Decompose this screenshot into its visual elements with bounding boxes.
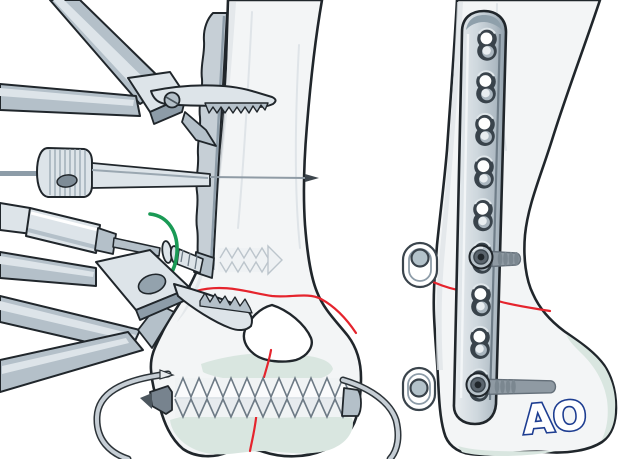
clamp-lower-boss-hole — [137, 273, 167, 295]
screwdriver-collar — [94, 227, 117, 255]
plate-combi-hole — [476, 27, 498, 62]
sleeve-tube-line — [91, 169, 209, 179]
plate-top-shadow — [466, 15, 502, 30]
plate-combi-hole — [474, 112, 496, 147]
screw-thread-ripple — [508, 251, 514, 266]
screw-icon-lower-head — [409, 378, 429, 398]
clamp-pivot-slot — [165, 96, 179, 105]
clamp-lower-jaw-teeth — [199, 292, 253, 314]
plate-combi-hole — [475, 70, 497, 105]
sleeve-knob-hole — [56, 174, 78, 188]
guide-wire-rear — [0, 171, 40, 176]
screw-head-icon-upper — [401, 241, 439, 289]
clamp-upper-counter-jaw — [181, 111, 217, 147]
screw-thread-ripple — [503, 251, 508, 266]
lag-screw-thread-top — [174, 375, 352, 400]
screw-threads — [180, 249, 198, 270]
reduction-clamp-upper — [0, 0, 277, 147]
articular-cartilage-lower — [170, 413, 353, 455]
reduction-clamp-lower — [0, 249, 253, 393]
plate-combi-hole — [469, 325, 491, 360]
plate-combi-hole — [470, 283, 492, 318]
screw-thread-ripple — [505, 379, 511, 394]
lag-screw-head-tip — [140, 393, 152, 409]
fracture-line-metaphyseal — [194, 286, 323, 301]
plate-right-bevel — [488, 33, 502, 401]
right-panel-fixation-result: AO — [401, 0, 618, 457]
ghost-screw-icon — [213, 244, 283, 276]
plate-combi-hole — [472, 198, 494, 233]
right-bone-shading — [436, 2, 463, 370]
screwdriver-handle-shade — [27, 228, 96, 249]
screw-head — [465, 372, 491, 398]
clamp-lower-arm-a-highlight — [0, 256, 94, 277]
left-bone-contour-faint2 — [294, 44, 301, 249]
sleeve-knob-knurling — [49, 149, 86, 196]
clamp-lower-arm-b-highlight — [0, 301, 136, 341]
lag-screw-thread-bottom — [174, 397, 352, 419]
plate-locking-screw — [465, 372, 557, 398]
ao-logo: AO — [521, 393, 588, 444]
screw-thread-ripple — [500, 379, 505, 394]
screw-head — [468, 244, 494, 270]
fracture-line-lateral — [319, 297, 358, 335]
clamp-upper-arm-highlight — [53, 0, 152, 94]
left-bone-contour-faint — [237, 11, 253, 229]
right-cartilage — [566, 334, 616, 441]
plate-screws — [465, 244, 557, 398]
bent-wire-left — [94, 372, 170, 459]
screw-thread-ripple — [494, 379, 500, 394]
plate-combi-hole — [473, 155, 495, 190]
left-panel-reduction-step — [0, 0, 402, 459]
guide-wire — [209, 176, 308, 179]
screw-head-icon-lower — [401, 366, 437, 412]
edge-plate-shadow-line — [209, 15, 226, 265]
screw-thread-ripple — [511, 379, 516, 394]
plate-locking-screw — [468, 244, 522, 270]
screwdriver-handle-highlight — [30, 211, 99, 232]
fracture-line-right-lateral — [496, 299, 552, 313]
screw-icon-upper-head — [410, 248, 430, 268]
screw-thread-ripple — [497, 251, 503, 266]
clamp-upper-arm-horizontal-highlight — [0, 88, 134, 106]
sleeve-tube — [91, 162, 211, 189]
lag-screw-far-end — [341, 387, 362, 417]
screw-shaft — [488, 378, 557, 396]
lag-screw-head — [149, 385, 173, 415]
screw-icon-lower-inner — [407, 373, 431, 405]
bent-wire-right — [341, 378, 400, 459]
locking-plate — [452, 9, 557, 426]
screw-thread-ripple — [514, 251, 519, 266]
bent-wire-left-tip — [159, 369, 175, 380]
guide-wire-tip — [305, 174, 319, 182]
plate-left-bevel — [459, 33, 470, 399]
bent-k-wires — [93, 369, 402, 459]
clamp-lower-arm-c-highlight — [2, 338, 129, 374]
lag-screw — [140, 375, 362, 419]
drill-sleeve — [0, 147, 319, 198]
right-cartilage-bottom — [458, 446, 556, 457]
clamp-upper-jaw-teeth — [204, 102, 269, 114]
